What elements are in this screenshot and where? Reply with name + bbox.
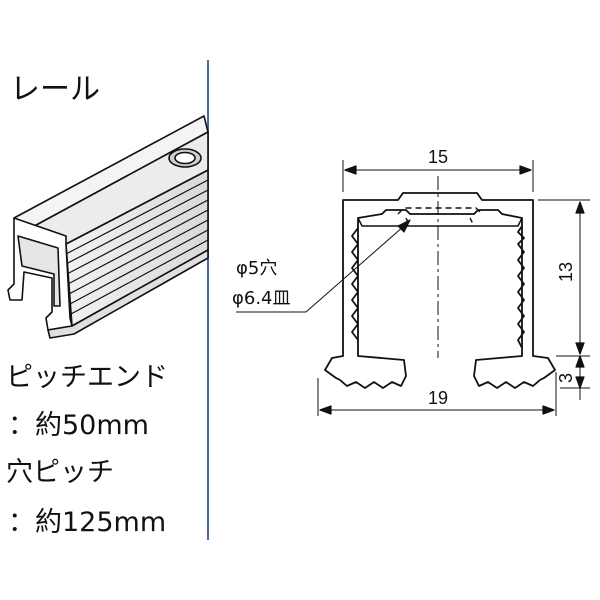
rail-profile-outline — [324, 192, 556, 389]
dim-body-height: 13 — [556, 262, 576, 282]
dim-bottom-width: 19 — [428, 388, 448, 408]
dim-top-width: 15 — [428, 147, 448, 167]
hole-pitch-label: 穴ピッチ — [6, 457, 114, 488]
pitch-end-value: ：約50mm — [8, 410, 149, 441]
pitch-end-label: ピッチエンド — [6, 362, 168, 393]
hole-label-countersink: φ6.4皿 — [232, 288, 291, 309]
hole-pitch-value: ：約125mm — [8, 507, 167, 538]
dim-flange-height: 3 — [556, 373, 576, 383]
column-divider — [207, 60, 209, 540]
page-title: レール — [10, 72, 100, 107]
hole-label-through: φ5穴 — [236, 258, 277, 279]
